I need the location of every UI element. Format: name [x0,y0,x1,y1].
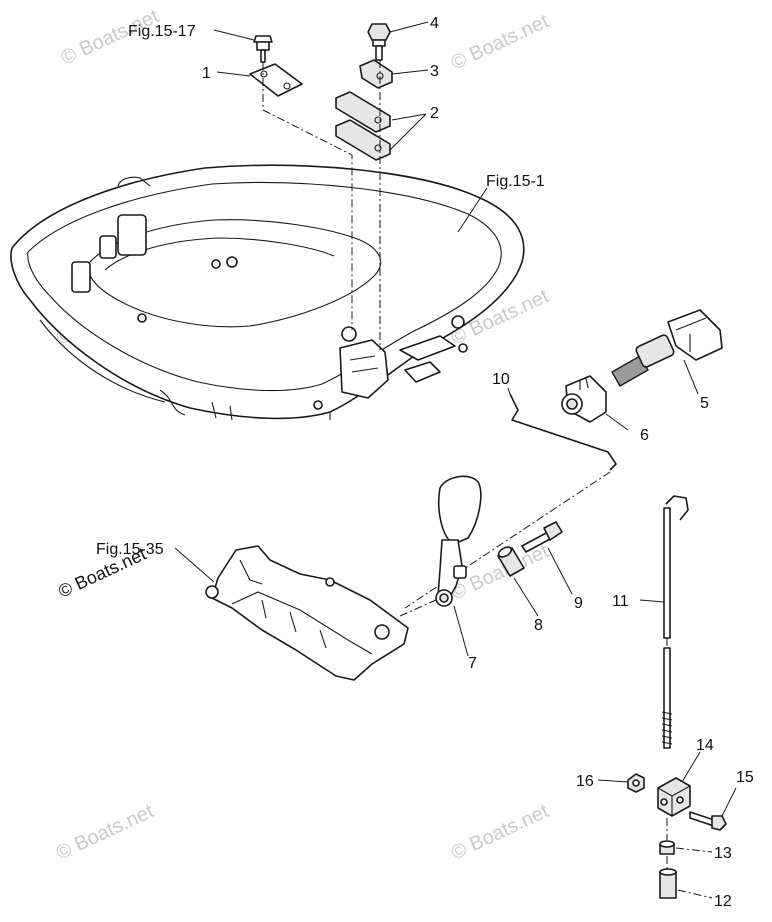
label-part-14: 14 [696,737,714,754]
part-1-plate [249,63,303,97]
part-16-nut [627,773,645,793]
part-10-rod [509,393,617,471]
label-part-5: 5 [700,395,709,412]
watermarks: © Boats.net © Boats.net © Boats.net © Bo… [53,5,553,864]
label-part-15: 15 [736,769,754,786]
part-3-bracket [359,59,393,89]
part-11-rod [663,495,689,639]
label-fig-15-1: Fig.15-1 [486,173,545,190]
label-fig-15-35: Fig.15-35 [96,541,164,558]
label-part-9: 9 [574,595,583,612]
label-part-1: 1 [202,65,211,82]
label-part-10: 10 [492,371,510,388]
threaded-rod [661,647,673,749]
svg-text:© Boats.net: © Boats.net [53,800,158,864]
label-fig-15-17: Fig.15-17 [128,23,196,40]
label-part-7: 7 [468,655,477,672]
part-13-ring [659,840,675,855]
fig-15-35-bracket [205,545,409,681]
part-2-clips [335,91,391,161]
assembly-line-rod [404,471,611,609]
callout-labels: Fig.15-17 1 4 3 2 Fig.15-1 5 10 6 Fig.15… [96,15,754,910]
bottom-cowling [10,164,525,421]
part-14-connector [657,777,691,817]
label-part-4: 4 [430,15,439,32]
part-4-bolt [367,23,391,61]
label-part-6: 6 [640,427,649,444]
assembly-line-bolt [262,62,353,330]
part-12-sleeve [659,868,677,899]
svg-text:© Boats.net: © Boats.net [448,800,553,864]
label-part-13: 13 [714,845,732,862]
part-15-screw [689,811,727,831]
assembly-line-sleeve [677,889,713,899]
part-5-switch [611,309,723,387]
svg-text:© Boats.net: © Boats.net [448,10,553,74]
bolt-fig-15-17 [253,35,273,63]
label-part-3: 3 [430,63,439,80]
part-9-bolt [521,521,563,553]
leader-lines [174,21,737,817]
label-part-12: 12 [714,893,732,910]
label-part-11: 11 [612,593,629,610]
part-6-housing [561,375,607,423]
label-part-2: 2 [430,105,439,122]
assembly-line-ring [675,847,713,853]
part-8-spacer [497,546,525,577]
part-7-lever [435,475,482,607]
label-part-16: 16 [576,773,594,790]
label-part-8: 8 [534,617,543,634]
assembly-line-bracket-lever [399,599,437,617]
